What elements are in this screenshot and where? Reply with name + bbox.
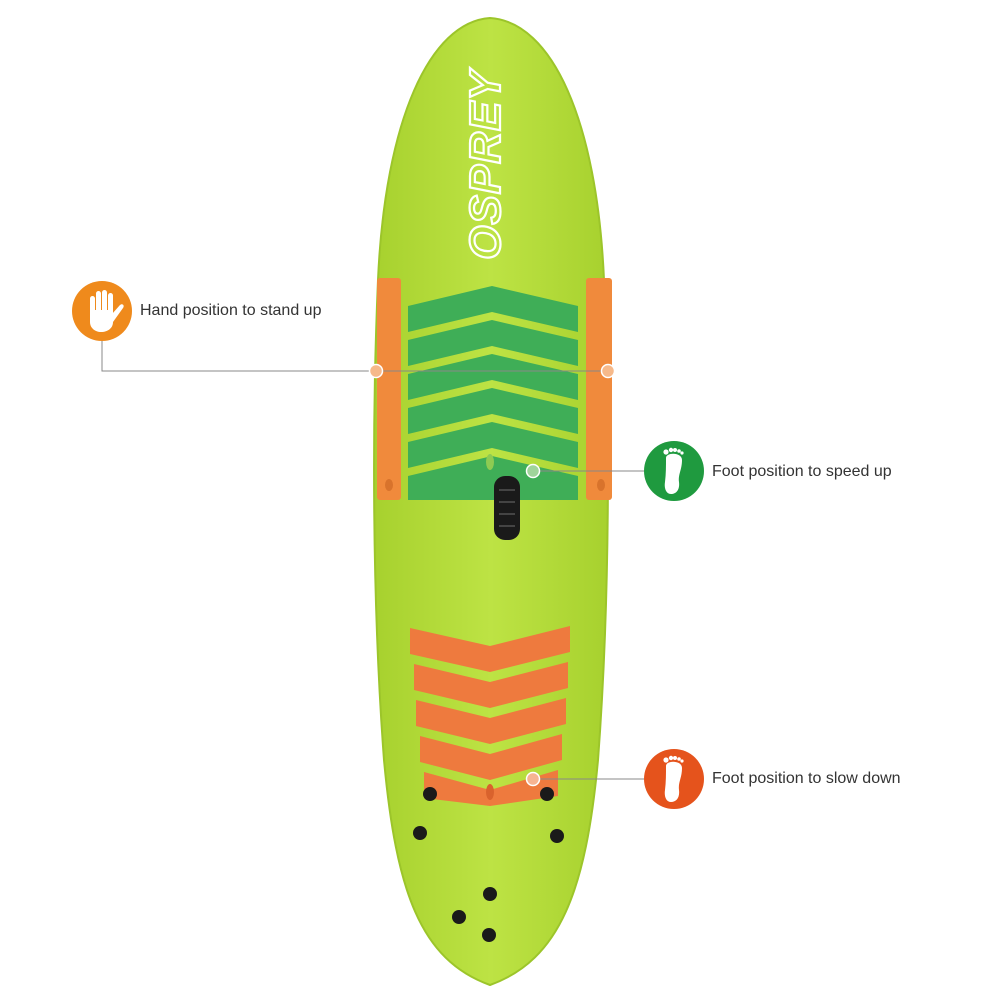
slow-marker <box>525 771 541 787</box>
hand-icon <box>90 290 124 332</box>
speed-position-label: Foot position to speed up <box>712 463 892 480</box>
hand-print-right <box>597 479 605 491</box>
slow-position-label: Foot position to slow down <box>712 770 901 787</box>
foot-icon <box>663 755 684 802</box>
right-rail-pad <box>586 278 612 500</box>
foot-icon <box>663 447 684 494</box>
foot-print-tail <box>486 784 494 800</box>
front-deck-pad <box>408 286 578 500</box>
hand-leader-line <box>101 338 610 372</box>
hand-print-left <box>385 479 393 491</box>
speed-badge <box>644 441 704 501</box>
hand-marker-left <box>368 363 384 379</box>
handle-cup <box>494 476 520 540</box>
slow-badge <box>644 749 704 809</box>
brand-logo-text: OSPREY <box>461 68 510 260</box>
hand-badge <box>72 281 132 341</box>
tail-pad <box>410 626 570 806</box>
speed-marker <box>525 463 541 479</box>
foot-print-front <box>486 454 494 470</box>
left-rail-pad <box>377 278 401 500</box>
handle-cup-ridges <box>499 489 515 527</box>
brand-logo: OSPREY <box>460 67 511 261</box>
hand-position-label: Hand position to stand up <box>140 302 322 319</box>
fin-plugs <box>413 787 564 942</box>
hand-marker-right <box>600 363 616 379</box>
